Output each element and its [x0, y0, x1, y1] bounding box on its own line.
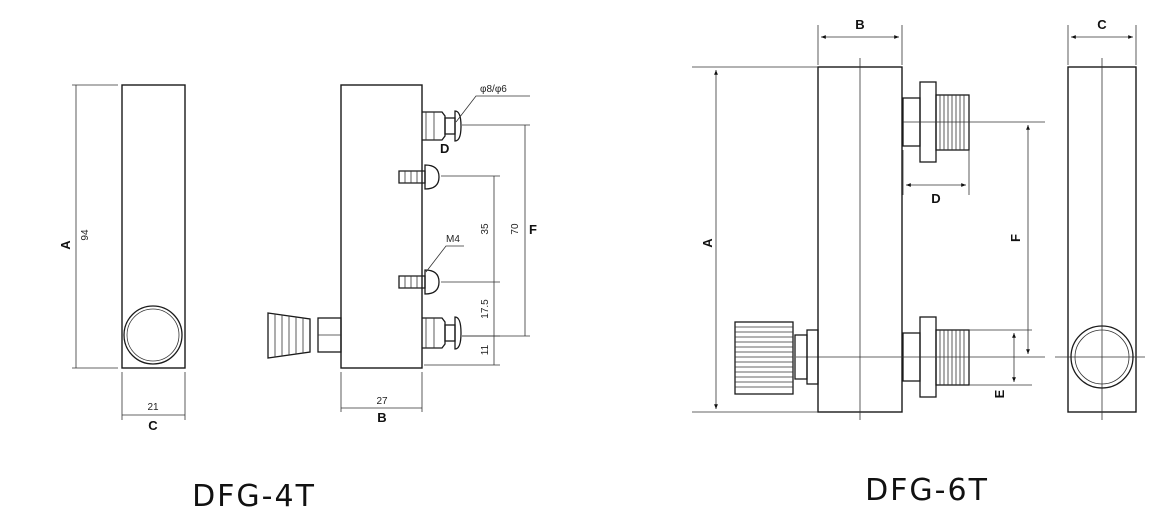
- dim-94: 94: [80, 229, 91, 241]
- dim-70: 70: [510, 223, 521, 235]
- label-d-left: D: [440, 141, 449, 156]
- dim-d-thread: φ8/φ6: [480, 84, 507, 95]
- dfg-4t-side-view: [267, 84, 530, 412]
- dfg-4t-front-view: [72, 84, 186, 420]
- label-c-right: C: [1097, 17, 1107, 32]
- label-f-right: F: [1008, 234, 1023, 242]
- label-b-right: B: [855, 17, 864, 32]
- label-f-left: F: [529, 222, 537, 237]
- dim-17-5: 17.5: [480, 299, 491, 319]
- dim-35: 35: [480, 223, 491, 235]
- dim-21: 21: [147, 402, 159, 413]
- label-d-right: D: [931, 191, 940, 206]
- dfg-6t-front-view: [1055, 25, 1145, 420]
- dim-m4: M4: [446, 234, 460, 245]
- label-b-left: B: [377, 410, 386, 425]
- label-e-right: E: [992, 389, 1007, 398]
- label-a-right: A: [700, 238, 715, 248]
- title-dfg-6t: DFG-6T: [865, 473, 989, 508]
- dim-11: 11: [480, 344, 491, 355]
- title-dfg-4t: DFG-4T: [192, 479, 316, 514]
- dfg-6t-side-view: [692, 25, 1045, 420]
- label-a-left: A: [58, 240, 73, 250]
- dim-27: 27: [376, 396, 388, 407]
- label-c-left: C: [148, 418, 158, 433]
